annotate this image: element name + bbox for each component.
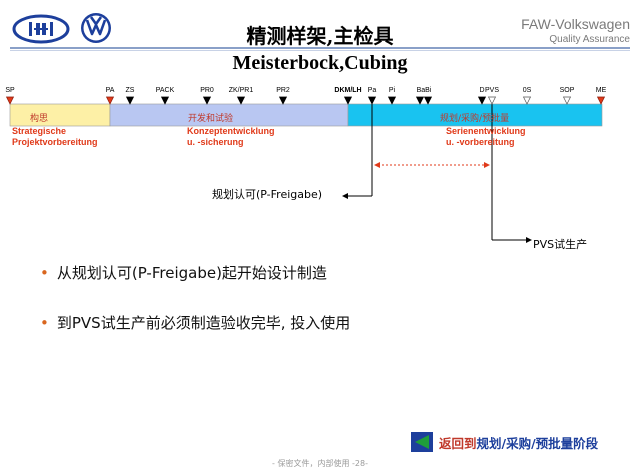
span-arrow-right [484, 162, 490, 168]
milestone-marker-pack [160, 96, 170, 105]
phase-series-de: Serienentwicklung u. -vorbereitung [446, 126, 526, 148]
milestone-marker-0s [522, 96, 532, 105]
phase-development-de: Konzeptentwicklung u. -sicherung [187, 126, 275, 148]
header-divider [10, 47, 630, 49]
milestone-label-d: D [479, 87, 485, 94]
header-divider-thin [10, 50, 630, 51]
milestone-marker-babi [423, 96, 433, 105]
phase-concept-cn: 构思 [30, 114, 49, 124]
milestone-label-dkm-lh: DKM/LH [334, 87, 362, 94]
milestone-label-pack: PACK [155, 87, 175, 94]
page-title-cn: 精测样架,主检具 [246, 24, 394, 48]
milestone-label-pa: Pa [367, 87, 377, 94]
phase-concept-de: Strategische Projektvorbereitung [12, 126, 98, 148]
milestone-label-pvs: PVS [484, 87, 500, 94]
milestone-marker-zs [125, 96, 135, 105]
milestone-marker-pa [367, 96, 377, 105]
faw-logo [12, 14, 70, 44]
return-prefix: 返回到 [439, 435, 477, 451]
bullet-dot-icon: • [40, 264, 49, 282]
brand-block: FAW-Volkswagen Quality Assurance [521, 16, 630, 45]
phase-bar-series [347, 103, 603, 127]
phase-series-de-line2: u. -vorbereitung [446, 137, 515, 147]
milestone-marker-pa [105, 96, 115, 105]
milestone-marker-pi [387, 96, 397, 105]
milestone-marker-dkm-lh [343, 96, 353, 105]
pvs-arrowhead [526, 237, 532, 243]
return-target: 规划/采购/预批量阶段 [476, 435, 599, 451]
milestone-label-sp: SP [5, 87, 15, 94]
brand-name: FAW-Volkswagen [521, 16, 630, 32]
return-button[interactable]: 返回到规划/采购/预批量阶段 [411, 432, 598, 452]
vw-logo [81, 13, 111, 43]
phase-development-de-line2: u. -sicherung [187, 137, 244, 147]
pvs-label: PVS试生产 [533, 238, 588, 251]
phase-bar-concept [9, 103, 111, 127]
return-button-label: 返回到规划/采购/预批量阶段 [439, 433, 598, 452]
milestone-marker-me [596, 96, 606, 105]
milestone-marker-pvs [487, 96, 497, 105]
milestone-label-pr0: PR0 [200, 87, 214, 94]
phase-series-cn: 规划/采购/预批量 [440, 114, 510, 124]
bullet-item-2: • 到PVS试生产前必须制造验收完毕, 投入使用 [40, 312, 350, 333]
milestone-marker-pr0 [202, 96, 212, 105]
milestone-marker-pr2 [278, 96, 288, 105]
freigabe-label: 规划认可(P-Freigabe) [212, 188, 323, 201]
milestone-label-0s: 0S [522, 87, 532, 94]
brand-subtitle: Quality Assurance [549, 34, 630, 45]
footer-text: - 保密文件，内部使用 -28- [272, 459, 368, 468]
milestone-marker-babi [415, 96, 425, 105]
bullet-dot-icon: • [40, 314, 49, 332]
page-title-en: Meisterbock,Cubing [232, 52, 408, 74]
phase-concept-de-line1: Strategische [12, 126, 67, 136]
milestone-label-pi: Pi [388, 87, 396, 94]
milestone-marker-d [477, 96, 487, 105]
milestone-marker-sop [562, 96, 572, 105]
milestone-label-pr2: PR2 [276, 87, 290, 94]
bullet-text-2: 到PVS试生产前必须制造验收完毕, 投入使用 [56, 314, 351, 332]
milestone-label-sop: SOP [559, 87, 575, 94]
phase-development-cn: 开发和试验 [188, 114, 234, 124]
back-arrow-icon [411, 432, 433, 452]
milestone-label-babi: BaBi [416, 87, 432, 94]
milestone-label-zk-pr1: ZK/PR1 [228, 87, 254, 94]
milestone-label-pa: PA [105, 87, 115, 94]
phase-concept-de-line2: Projektvorbereitung [12, 137, 98, 147]
timeline-graphics [5, 96, 606, 243]
phase-development-de-line1: Konzeptentwicklung [187, 126, 275, 136]
milestone-label-zs: ZS [125, 87, 135, 94]
bullet-text-1: 从规划认可(P-Freigabe)起开始设计制造 [56, 264, 327, 282]
phase-series-de-line1: Serienentwicklung [446, 126, 526, 136]
milestone-marker-zk-pr1 [236, 96, 246, 105]
milestone-label-me: ME [595, 87, 607, 94]
freigabe-arrowhead [342, 193, 348, 199]
milestone-marker-sp [5, 96, 15, 105]
span-arrow-left [374, 162, 380, 168]
bullet-item-1: • 从规划认可(P-Freigabe)起开始设计制造 [40, 262, 327, 283]
